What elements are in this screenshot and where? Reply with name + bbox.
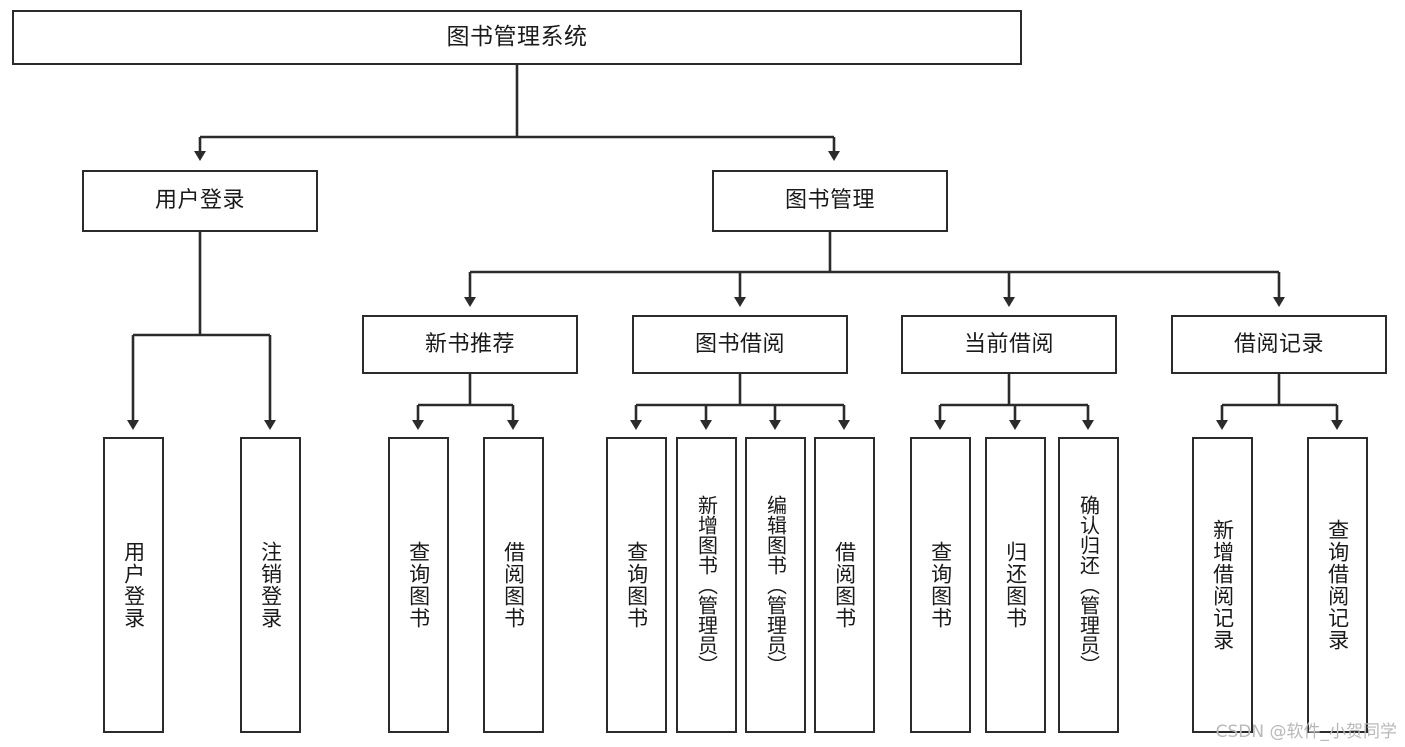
leaf-query-book-current[interactable]: 查询图书 (910, 437, 971, 733)
leaf-edit-book-admin[interactable]: 编辑图书（管理员） (745, 437, 806, 733)
leaf-user-login[interactable]: 用户登录 (103, 437, 164, 733)
node-label: 用户登录 (121, 541, 146, 629)
leaf-borrow-book-borrow[interactable]: 借阅图书 (814, 437, 875, 733)
node-label: 确认归还（管理员） (1076, 495, 1101, 675)
node-label: 借阅记录 (1233, 331, 1324, 357)
node-root-book-management-system[interactable]: 图书管理系统 (12, 10, 1022, 65)
leaf-return-book[interactable]: 归还图书 (985, 437, 1046, 733)
node-borrow-record[interactable]: 借阅记录 (1171, 315, 1387, 374)
node-current-borrow[interactable]: 当前借阅 (901, 315, 1117, 374)
node-label: 新增借阅记录 (1210, 519, 1235, 651)
leaf-add-book-admin[interactable]: 新增图书（管理员） (676, 437, 737, 733)
node-label: 图书管理系统 (446, 23, 588, 50)
leaf-borrow-book-recommend[interactable]: 借阅图书 (483, 437, 544, 733)
node-label: 编辑图书（管理员） (763, 495, 788, 675)
node-user-login[interactable]: 用户登录 (82, 170, 318, 232)
node-label: 用户登录 (154, 188, 245, 214)
node-label: 新书推荐 (424, 331, 515, 357)
leaf-query-book-recommend[interactable]: 查询图书 (388, 437, 449, 733)
node-label: 图书借阅 (694, 331, 785, 357)
node-book-borrow[interactable]: 图书借阅 (632, 315, 848, 374)
node-label: 新增图书（管理员） (694, 495, 719, 675)
node-label: 当前借阅 (963, 331, 1054, 357)
node-book-management[interactable]: 图书管理 (712, 170, 948, 232)
node-new-book-recommend[interactable]: 新书推荐 (362, 315, 578, 374)
node-label: 借阅图书 (501, 541, 526, 629)
leaf-logout-login[interactable]: 注销登录 (240, 437, 301, 733)
node-label: 查询图书 (624, 541, 649, 629)
node-label: 借阅图书 (832, 541, 857, 629)
leaf-query-borrow-record[interactable]: 查询借阅记录 (1307, 437, 1368, 733)
node-label: 图书管理 (784, 188, 875, 214)
leaf-query-book-borrow[interactable]: 查询图书 (606, 437, 667, 733)
leaf-add-borrow-record[interactable]: 新增借阅记录 (1192, 437, 1253, 733)
node-label: 查询图书 (928, 541, 953, 629)
node-label: 查询图书 (406, 541, 431, 629)
csdn-watermark: CSDN @软件_小贺同学 (1215, 722, 1397, 742)
node-label: 归还图书 (1003, 541, 1028, 629)
leaf-confirm-return-admin[interactable]: 确认归还（管理员） (1058, 437, 1119, 733)
node-label: 查询借阅记录 (1325, 519, 1350, 651)
node-label: 注销登录 (258, 541, 283, 629)
